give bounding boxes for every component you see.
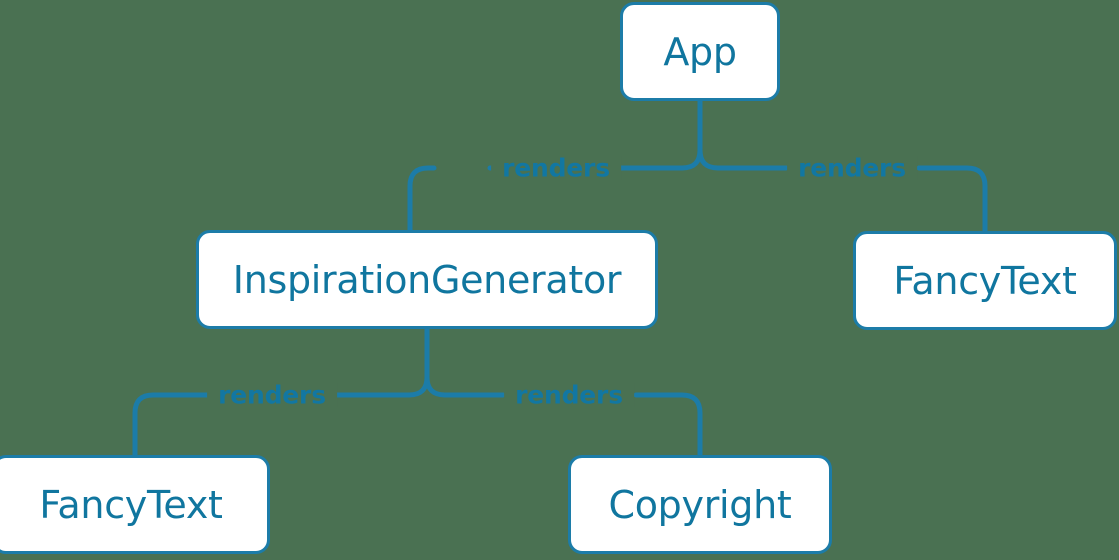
edge-inspirationgenerator-to-fancytext-drop [132,392,212,458]
edge-app-to-fancytext-drop [916,165,988,234]
node-fancytext-bottom[interactable]: FancyText [0,455,270,554]
edge-app-stem [679,98,703,171]
edge-label-inspirationgenerator-to-fancytext: renders [207,382,337,408]
edge-inspirationgenerator-to-copyright-drop [633,392,703,458]
edge-inspirationgenerator-stem-right [424,374,448,398]
edge-app-stem-right [697,147,721,171]
node-copyright[interactable]: Copyright [568,455,832,554]
edge-inspirationgenerator-stem [406,326,430,398]
node-fancytext-right[interactable]: FancyText [853,231,1117,330]
node-inspiration-generator[interactable]: InspirationGenerator [196,230,658,329]
edge-label-app-to-fancytext: renders [787,155,917,181]
edge-label-app-to-inspirationgenerator: renders [491,155,621,181]
edge-app-to-inspirationgenerator-drop [407,165,437,233]
node-app[interactable]: App [620,2,780,101]
edge-label-inspirationgenerator-to-copyright: renders [504,382,634,408]
